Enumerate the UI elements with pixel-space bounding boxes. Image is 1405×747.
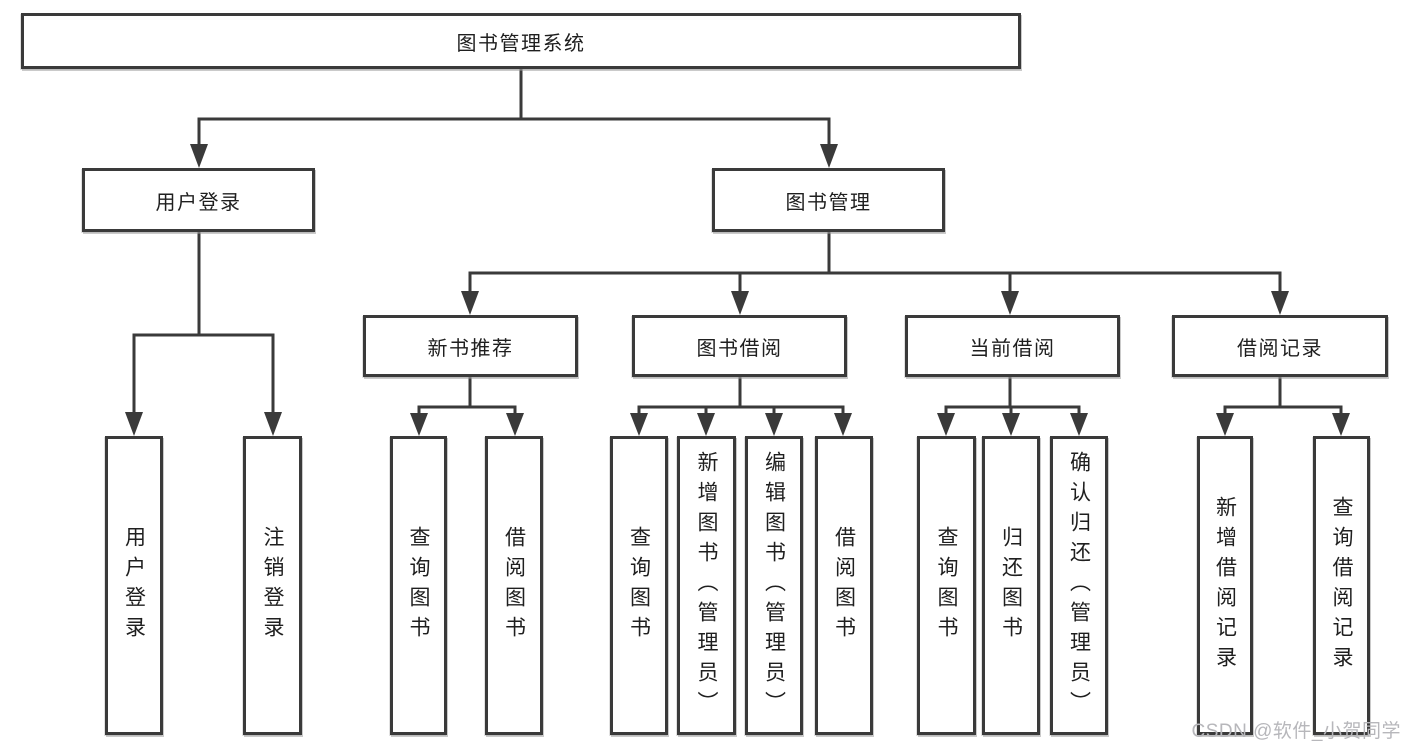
node-new-book-recommend-label: 新书推荐 (427, 337, 514, 360)
arrow-down-icon (506, 413, 524, 436)
leaf-edit-book-admin: 编辑图书（管理员） (745, 436, 803, 735)
leaf-query-borrow-record: 查询借阅记录 (1313, 436, 1370, 735)
arrow-down-icon (461, 291, 479, 315)
node-root: 图书管理系统 (21, 13, 1021, 69)
leaf-logout: 注销登录 (243, 436, 302, 735)
leaf-edit-book-admin-label: 编辑图书（管理员） (762, 450, 786, 721)
node-current-borrow: 当前借阅 (905, 315, 1120, 377)
arrow-down-icon (820, 144, 838, 168)
leaf-query-book-1-label: 查询图书 (407, 525, 431, 646)
node-current-borrow-label: 当前借阅 (969, 337, 1056, 360)
leaf-confirm-return-admin-label: 确认归还（管理员） (1067, 450, 1091, 721)
arrow-down-icon (1216, 413, 1234, 436)
connector-root-to-level2 (197, 69, 831, 146)
arrow-down-icon (697, 413, 715, 436)
arrow-down-icon (630, 413, 648, 436)
arrowheads (125, 144, 1350, 436)
node-book-borrow: 图书借阅 (632, 315, 847, 377)
leaf-query-book-3: 查询图书 (917, 436, 976, 735)
node-book-borrow-label: 图书借阅 (696, 337, 783, 360)
arrow-down-icon (264, 412, 282, 436)
leaf-return-book-label: 归还图书 (999, 525, 1023, 646)
leaf-add-book-admin-label: 新增图书（管理员） (695, 450, 719, 721)
leaf-logout-label: 注销登录 (261, 525, 285, 646)
node-borrow-record-label: 借阅记录 (1237, 337, 1323, 360)
connector-currentborrow-to-leaves (944, 377, 1081, 415)
leaf-add-borrow-record-label: 新增借阅记录 (1213, 495, 1237, 676)
arrow-down-icon (1002, 413, 1020, 436)
node-user-login: 用户登录 (82, 168, 315, 232)
node-book-management-label: 图书管理 (785, 191, 872, 214)
leaf-user-login-label: 用户登录 (122, 525, 146, 646)
leaf-query-book-1: 查询图书 (390, 436, 447, 735)
node-book-management: 图书管理 (712, 168, 945, 232)
arrow-down-icon (1271, 291, 1289, 315)
arrow-down-icon (834, 413, 852, 436)
arrow-down-icon (410, 413, 428, 436)
node-borrow-record: 借阅记录 (1172, 315, 1388, 377)
node-new-book-recommend: 新书推荐 (363, 315, 578, 377)
arrow-down-icon (125, 412, 143, 436)
arrow-down-icon (1332, 413, 1350, 436)
leaf-query-book-3-label: 查询图书 (935, 525, 959, 646)
watermark-text: CSDN @软件_小贺同学 (1191, 721, 1401, 742)
arrow-down-icon (1001, 291, 1019, 315)
connector-newbook-to-leaves (417, 377, 517, 415)
connector-bookborrow-to-leaves (637, 377, 845, 415)
leaf-add-book-admin: 新增图书（管理员） (677, 436, 736, 735)
leaf-query-book-2: 查询图书 (610, 436, 668, 735)
node-user-login-label: 用户登录 (155, 191, 242, 214)
connector-borrowrecord-to-leaves (1223, 377, 1343, 415)
leaf-query-borrow-record-label: 查询借阅记录 (1330, 495, 1354, 676)
arrow-down-icon (731, 291, 749, 315)
leaf-borrow-book-1-label: 借阅图书 (502, 525, 526, 646)
leaf-user-login: 用户登录 (105, 436, 163, 735)
arrow-down-icon (937, 413, 955, 436)
leaf-query-book-2-label: 查询图书 (627, 525, 651, 646)
leaf-confirm-return-admin: 确认归还（管理员） (1050, 436, 1108, 735)
leaf-borrow-book-2: 借阅图书 (815, 436, 873, 735)
connector-userlogin-to-leaves (132, 232, 275, 414)
connector-bookmgmt-to-level3 (468, 232, 1282, 293)
leaf-add-borrow-record: 新增借阅记录 (1197, 436, 1253, 735)
leaf-return-book: 归还图书 (982, 436, 1040, 735)
arrow-down-icon (1070, 413, 1088, 436)
leaf-borrow-book-1: 借阅图书 (485, 436, 543, 735)
leaf-borrow-book-2-label: 借阅图书 (832, 525, 856, 646)
arrow-down-icon (190, 144, 208, 168)
node-root-label: 图书管理系统 (456, 32, 586, 55)
arrow-down-icon (765, 413, 783, 436)
